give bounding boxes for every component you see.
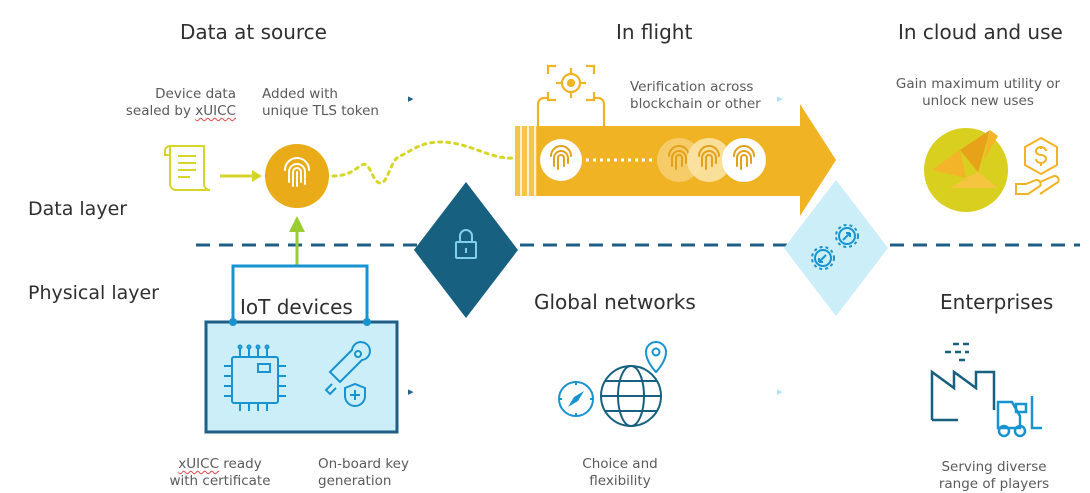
caption-verification: Verification across blockchain or other [630,79,761,112]
data-layer-label: Data layer [28,198,128,220]
fingerprint-icon [722,138,766,182]
fingerprint-icon [540,139,582,181]
tls-token-fingerprint-icon [265,144,329,208]
origami-bird-icon [924,128,1008,212]
heading-iot-devices: IoT devices [240,295,353,319]
security-diamond [414,182,518,318]
dotted-data-path [331,140,517,185]
globe-pin-icon [600,340,668,427]
caption-gain-utility: Gain maximum utility or unlock new uses [895,76,1061,109]
chevron-right-icon: ▸ [408,92,414,105]
processing-diamond [784,180,888,316]
gears-icon [811,224,859,270]
money-hand-icon [1015,136,1060,195]
fingerprint-icon [687,138,731,182]
compass-icon [558,381,594,417]
heading-enterprises: Enterprises [940,290,1054,314]
key-shield-icon [324,341,371,408]
caption-xuicc-ready: xUICC ready with certificate [169,456,271,489]
caption-choice-flexibility: Choice and flexibility [582,456,658,489]
physical-layer-label: Physical layer [28,282,159,304]
caption-device-data: Device data sealed by xUICC [125,86,236,119]
caption-key-generation: On-board key generation [318,456,409,489]
lock-icon [455,229,477,259]
heading-data-at-source: Data at source [180,20,327,44]
caption-tls-token: Added with unique TLS token [262,86,379,119]
caption-serving-players: Serving diverse range of players [938,459,1050,492]
chevron-right-icon: ▸ [408,385,414,398]
heading-in-flight: In flight [616,20,693,44]
scroll-to-token-arrow [220,170,262,182]
chevron-right-icon: ▸ [777,385,783,398]
forklift-icon [996,396,1042,438]
iot-to-token-arrow [289,216,305,265]
scroll-icon [164,145,211,191]
heading-in-cloud-and-use: In cloud and use [898,20,1063,44]
chip-icon [224,344,286,411]
chevron-right-icon: ▸ [777,92,783,105]
factory-icon [930,342,996,422]
heading-global-networks: Global networks [534,290,696,314]
iot-device-box [204,264,399,434]
target-icon [536,64,606,126]
